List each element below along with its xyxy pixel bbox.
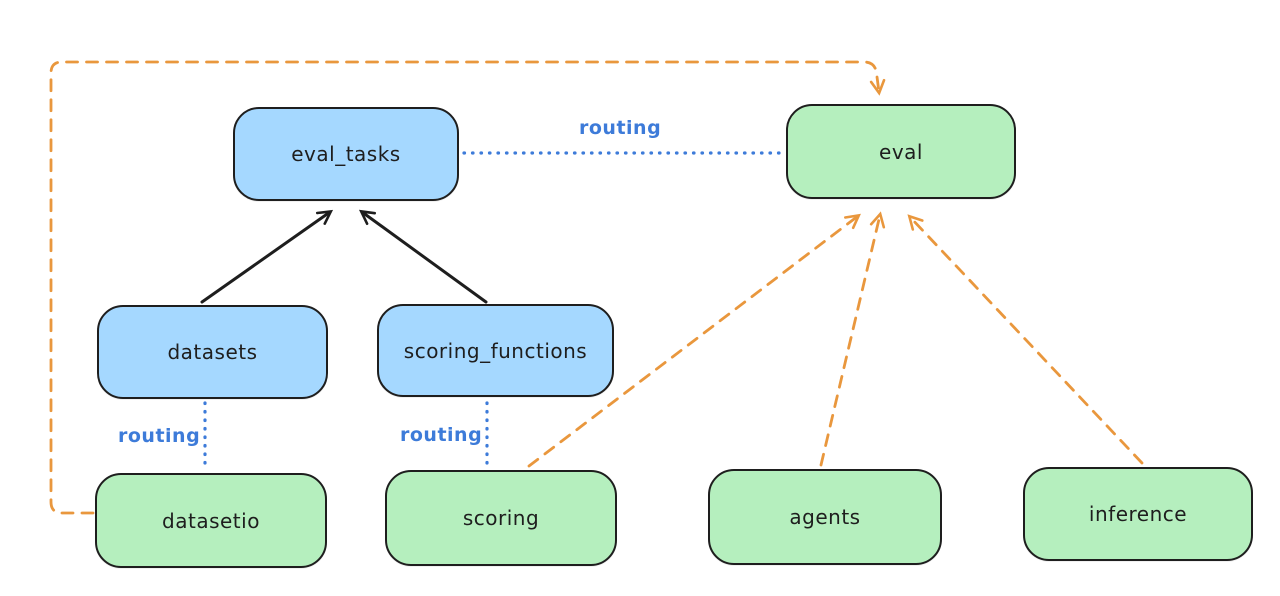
node-scoring-label: scoring [462, 506, 540, 530]
edge-label-routing-scoring-functions-scoring: routing [400, 424, 483, 446]
node-scoring-functions: scoring_functions [377, 304, 614, 397]
node-scoring-functions-label: scoring_functions [403, 338, 588, 363]
edge-inference-to-eval [907, 214, 1144, 465]
node-scoring: scoring [385, 470, 617, 566]
node-eval: eval [786, 104, 1016, 199]
node-agents-label: agents [789, 505, 861, 529]
edge-datasets-to-eval-tasks [200, 209, 334, 304]
node-datasetio-label: datasetio [162, 508, 260, 533]
node-agents: agents [708, 469, 942, 565]
edge-label-routing-eval-tasks-eval: routing [579, 117, 662, 139]
edge-label-routing-datasets-datasetio: routing [118, 425, 201, 447]
node-datasets-label: datasets [167, 340, 258, 364]
node-eval-tasks-label: eval_tasks [291, 142, 401, 166]
edge-agents-to-eval [819, 211, 886, 467]
edge-datasetio-to-eval [49, 60, 886, 515]
node-inference: inference [1023, 467, 1253, 561]
edge-scoring-functions-to-eval-tasks [358, 209, 488, 304]
edge-scoring-to-eval [527, 213, 861, 468]
node-eval-label: eval [879, 139, 923, 164]
node-datasets: datasets [97, 305, 328, 399]
node-datasetio: datasetio [95, 473, 327, 568]
node-inference-label: inference [1088, 502, 1188, 526]
node-eval-tasks: eval_tasks [233, 107, 459, 201]
